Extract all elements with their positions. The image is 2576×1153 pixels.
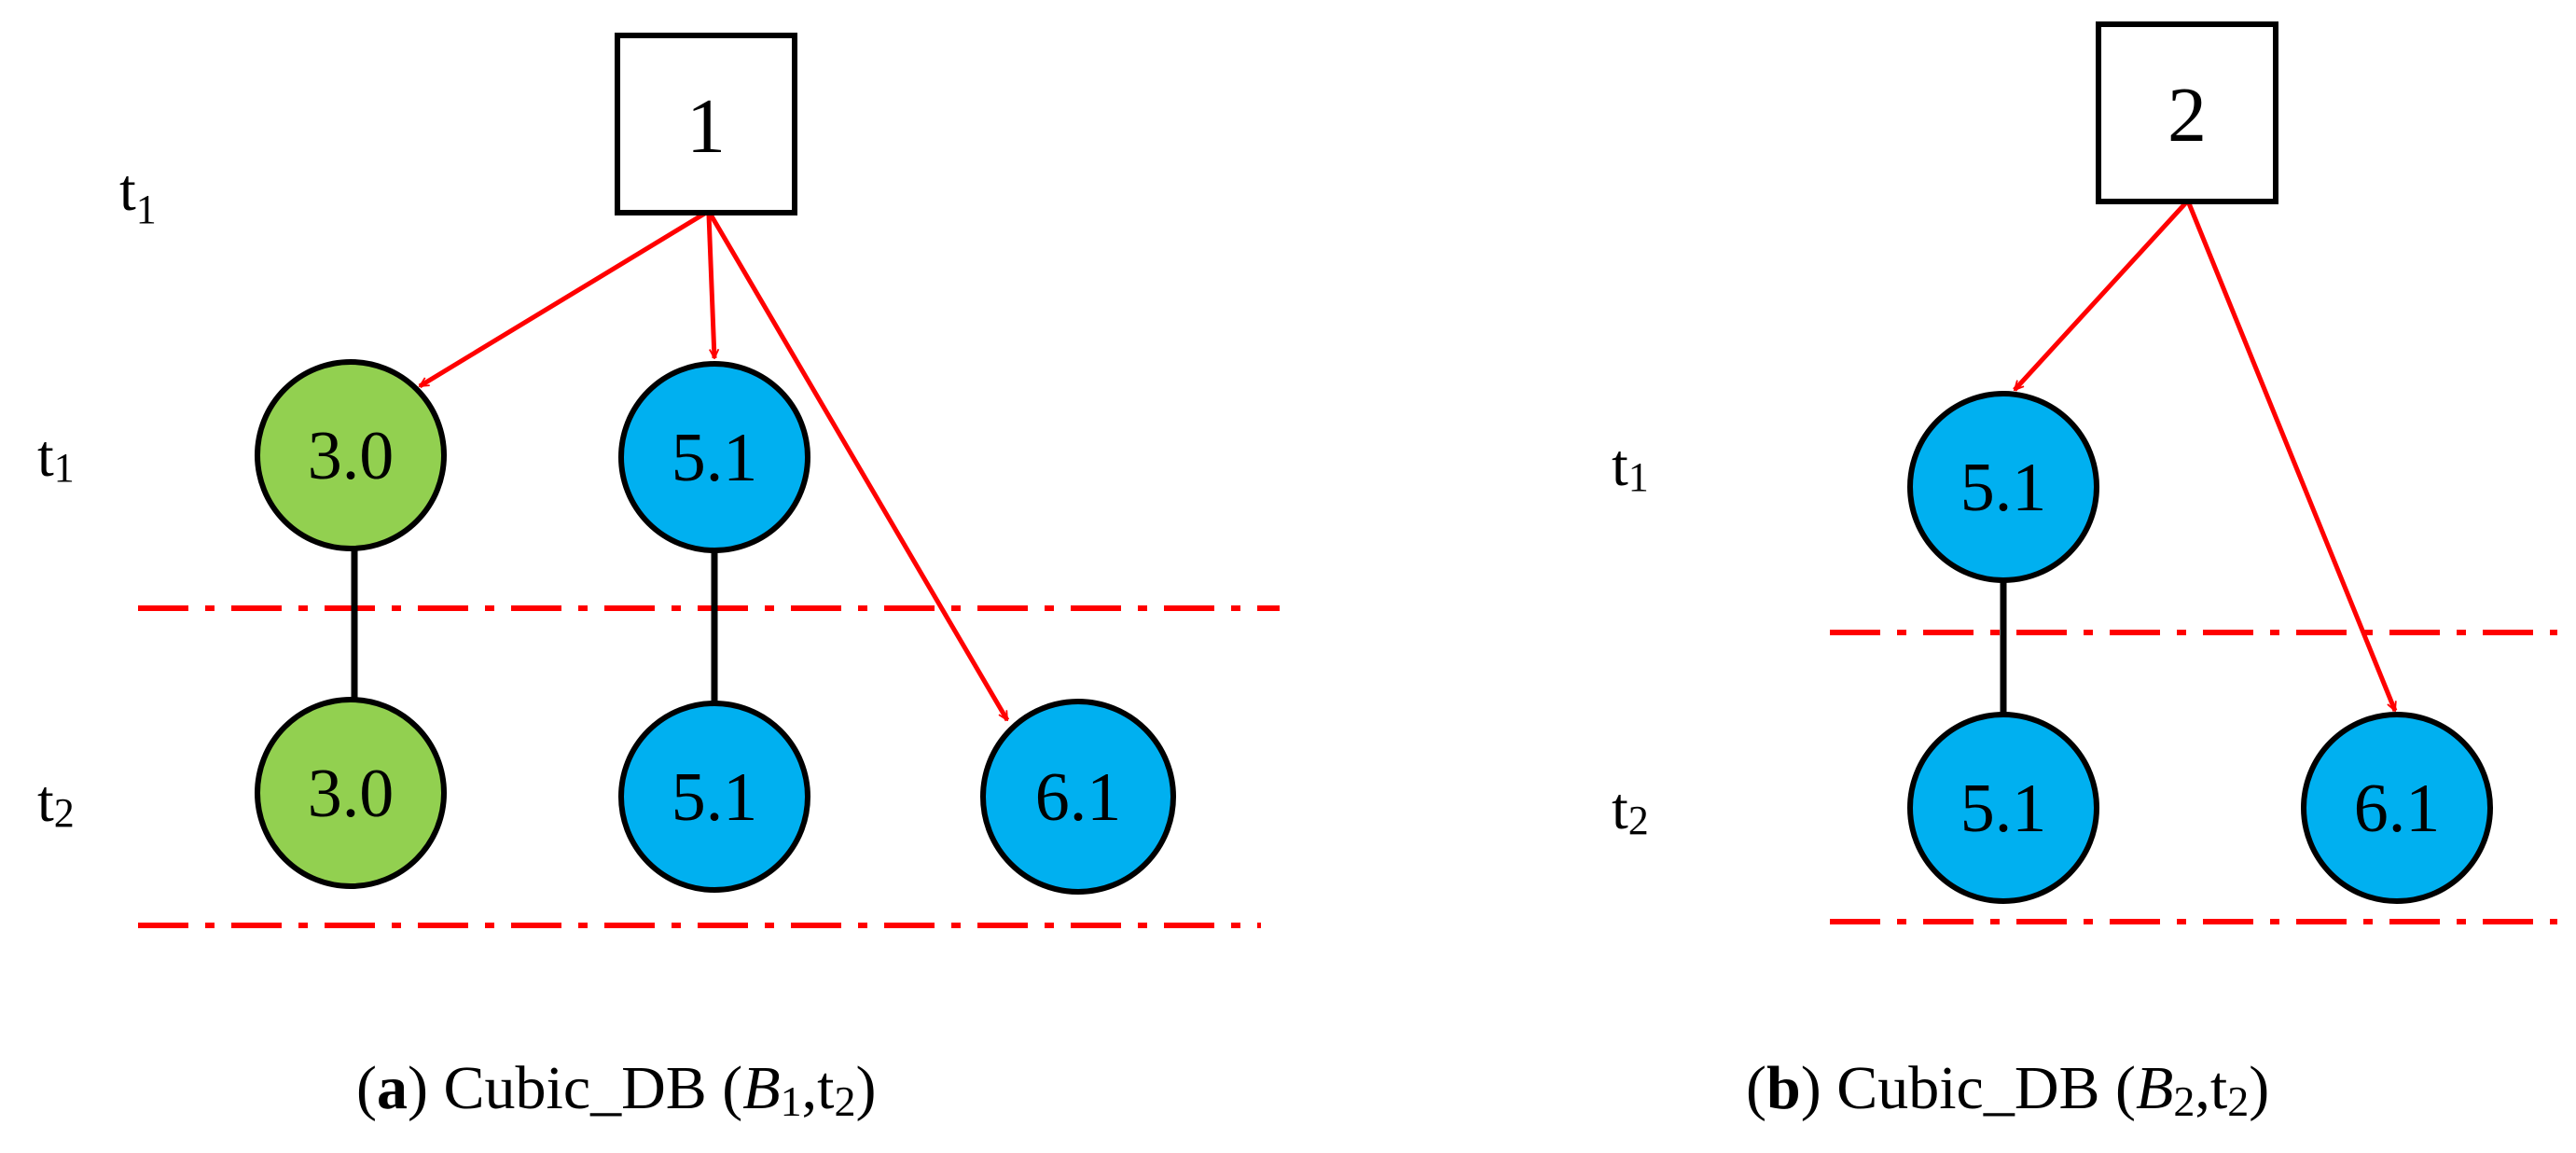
arrow-b-to-blue-t1 <box>2013 200 2189 392</box>
root-box-1 <box>615 33 797 215</box>
root-box-2-label: 2 <box>2167 72 2207 159</box>
node-a-blue-t1-label: 5.1 <box>672 420 758 496</box>
time-label-a-root: t1 <box>119 157 157 232</box>
node-a-green-t1 <box>255 359 447 551</box>
arrow-a-to-blue-t1 <box>706 214 714 358</box>
node-b-blue-t2-label: 5.1 <box>1960 771 2047 847</box>
time-label-a-t1: t1 <box>37 423 75 491</box>
panel-a: t1 t1 t2 1 3.0 5.1 3.0 5.1 6.1 <box>37 33 1280 1125</box>
node-b-blue-t2 <box>1907 712 2099 904</box>
node-a-green-t1-label: 3.0 <box>308 418 395 494</box>
caption-b: (b) Cubic_DB (B2,t2) <box>1746 1054 2269 1125</box>
panel-b: t1 t2 2 5.1 5.1 6.1 (b) Cubic_DB (B2,t2) <box>1612 21 2557 1125</box>
node-a-green-t2 <box>255 697 447 889</box>
node-a-blue2-t2 <box>980 699 1176 895</box>
node-a-blue-t2 <box>618 701 810 893</box>
node-b-blue2-t2 <box>2301 712 2493 904</box>
time-label-b-t1: t1 <box>1612 432 1649 500</box>
node-b-blue-t1-label: 5.1 <box>1960 450 2047 526</box>
node-a-blue2-t2-label: 6.1 <box>1035 759 1122 836</box>
root-box-2 <box>2096 21 2278 204</box>
arrow-b-to-blue2-t2 <box>2186 202 2398 711</box>
arrow-a-to-blue2-t2 <box>708 213 1010 720</box>
root-box-1-label: 1 <box>686 83 726 170</box>
node-a-green-t2-label: 3.0 <box>308 756 395 832</box>
arrow-a-to-green-t1 <box>420 210 708 389</box>
time-label-a-t2: t2 <box>37 768 75 836</box>
time-label-b-t2: t2 <box>1612 775 1649 843</box>
caption-a: (a) Cubic_DB (B1,t2) <box>356 1054 876 1125</box>
node-b-blue-t1 <box>1907 391 2099 583</box>
node-b-blue2-t2-label: 6.1 <box>2354 771 2441 847</box>
node-a-blue-t2-label: 5.1 <box>672 759 758 836</box>
node-a-blue-t1 <box>618 361 810 553</box>
